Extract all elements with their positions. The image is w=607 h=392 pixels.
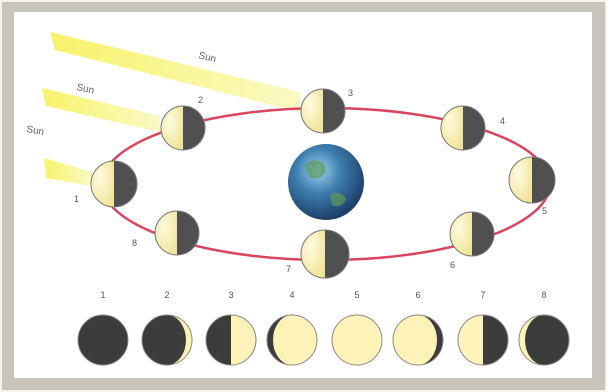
phase-moon-4 (266, 314, 318, 366)
orbit-moon-6 (449, 211, 495, 257)
orbit-moon-1 (90, 160, 138, 208)
orbit-position-label: 3 (348, 88, 353, 98)
phase-number: 6 (415, 290, 420, 300)
sunlight-beam-top (50, 32, 300, 112)
phase-number: 5 (354, 290, 359, 300)
sunlight-beam-bottom (44, 158, 92, 186)
phase-moon-7 (457, 314, 509, 366)
earth (288, 144, 364, 220)
phase-number: 3 (228, 290, 233, 300)
orbit-moon-4 (440, 105, 486, 151)
phase-moon-6 (392, 314, 444, 366)
phase-moon-1 (77, 314, 129, 366)
orbit-moon-7 (300, 229, 350, 279)
orbit-moon-3 (300, 88, 346, 134)
phase-moon-5 (331, 314, 383, 366)
earth-landmass (305, 160, 346, 207)
orbit-moon-5 (508, 156, 556, 204)
orbit-moon-8 (154, 210, 200, 256)
orbit-position-label: 6 (450, 260, 455, 270)
orbit-position-label: 4 (500, 116, 505, 126)
phase-number: 4 (289, 290, 294, 300)
phase-moon-3 (205, 314, 257, 366)
orbit-position-label: 5 (542, 206, 547, 216)
sun-label: Sun (75, 82, 95, 96)
orbit-position-label: 2 (198, 95, 203, 105)
sun-label: Sun (25, 124, 44, 138)
orbit-position-label: 7 (286, 264, 291, 274)
orbit-position-label: 1 (74, 194, 79, 204)
phase-moon-8 (518, 314, 570, 366)
orbit-moon-2 (160, 105, 206, 151)
phase-moon-2 (141, 314, 193, 366)
orbit-position-label: 8 (132, 238, 137, 248)
phase-number: 8 (541, 290, 546, 300)
sun-label: Sun (197, 50, 217, 65)
phase-number: 1 (100, 290, 105, 300)
sunlight-beam-middle (42, 88, 160, 132)
phase-number: 7 (480, 290, 485, 300)
phase-number: 2 (164, 290, 169, 300)
phase-row (77, 314, 570, 366)
